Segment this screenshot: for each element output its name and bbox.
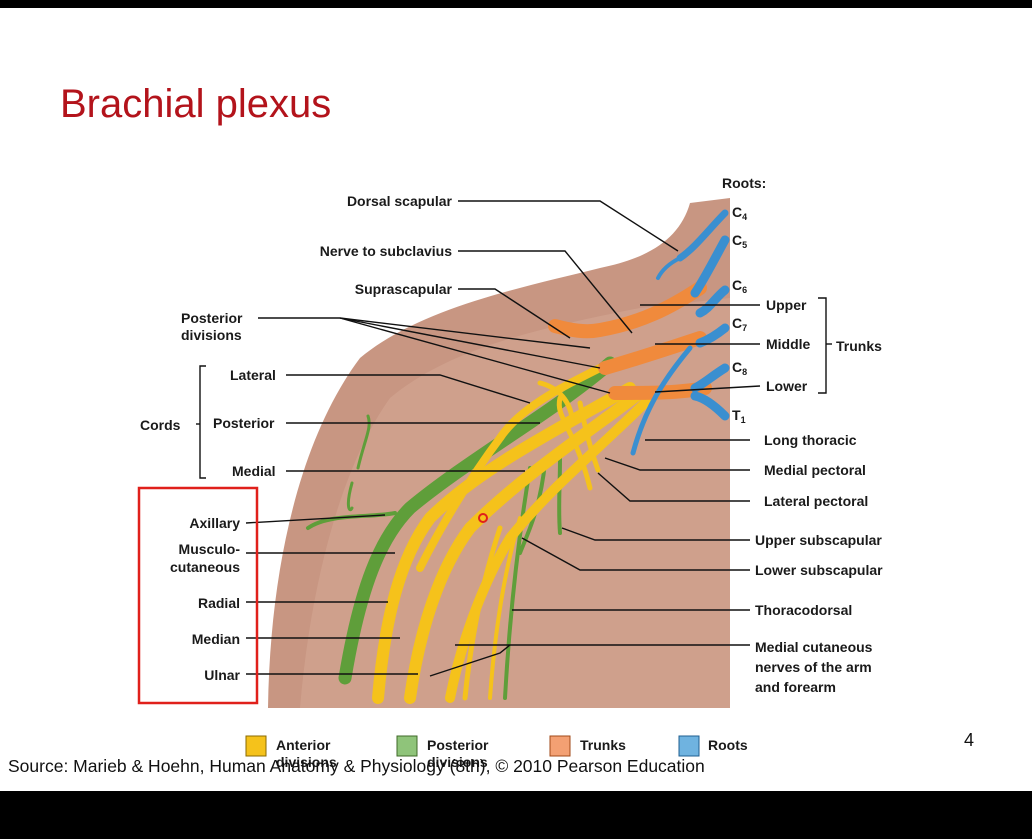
label-lower-trunk: Lower [766,378,808,394]
page-number: 4 [964,730,975,750]
marker-dot [478,513,488,523]
legend-label-anterior-1: Anterior [276,737,331,753]
label-upper-subscapular: Upper subscapular [755,532,882,548]
label-root-c8: C8 [732,359,747,377]
label-medial-cutaneous-3: and forearm [755,679,836,695]
label-roots-heading: Roots: [722,175,766,191]
slide-title: Brachial plexus [60,82,332,126]
label-medial-cutaneous-2: nerves of the arm [755,659,872,675]
label-trunks: Trunks [836,338,882,354]
label-root-t1: T1 [732,407,746,425]
label-axillary: Axillary [189,515,240,531]
label-posterior-divisions-2: divisions [181,327,242,343]
label-suprascapular: Suprascapular [355,281,453,297]
label-medial-pectoral: Medial pectoral [764,462,866,478]
legend-label-roots: Roots [708,737,748,753]
label-medial-cutaneous-1: Medial cutaneous [755,639,873,655]
legend-swatch-anterior [245,735,267,757]
label-middle-trunk: Middle [766,336,811,352]
legend-swatch-posterior [396,735,418,757]
anterior-nerves [372,364,655,704]
label-dorsal-scapular: Dorsal scapular [347,193,453,209]
label-thoracodorsal: Thoracodorsal [755,602,852,618]
label-lower-subscapular: Lower subscapular [755,562,883,578]
label-median: Median [192,631,240,647]
label-nerve-to-subclavius: Nerve to subclavius [320,243,452,259]
legend-label-anterior-2: divisions [276,754,337,770]
legend: Anterior divisions Posterior divisions T… [245,735,748,770]
label-radial: Radial [198,595,240,611]
legend-swatch-roots [678,735,700,757]
label-posterior-cord: Posterior [213,415,275,431]
legend-label-trunks: Trunks [580,737,626,753]
legend-swatch-trunks [549,735,571,757]
label-root-c5: C5 [732,232,747,250]
leader-lines [196,200,832,677]
label-root-c7: C7 [732,315,747,333]
legend-label-posterior-2: divisions [427,754,488,770]
label-cords: Cords [140,417,181,433]
legend-label-posterior-1: Posterior [427,737,489,753]
brachial-plexus-diagram: Roots: C4 C5 C6 C7 C8 T1 Dorsal scapular… [137,175,883,770]
label-root-c4: C4 [732,204,747,222]
source-citation: Source: Marieb & Hoehn, Human Anatomy & … [8,756,705,776]
terminal-branches-highlight-box [137,486,259,705]
roots-nerves [630,209,730,456]
slide: Brachial plexus [0,8,1032,791]
label-upper-trunk: Upper [766,297,807,313]
label-musculocutaneous-2: cutaneous [170,559,240,575]
label-lateral-cord: Lateral [230,367,276,383]
label-root-c6: C6 [732,277,747,295]
label-musculocutaneous-1: Musculo- [179,541,241,557]
label-lateral-pectoral: Lateral pectoral [764,493,868,509]
label-posterior-divisions-1: Posterior [181,310,243,326]
label-medial-cord: Medial [232,463,276,479]
label-ulnar: Ulnar [204,667,240,683]
label-long-thoracic: Long thoracic [764,432,857,448]
